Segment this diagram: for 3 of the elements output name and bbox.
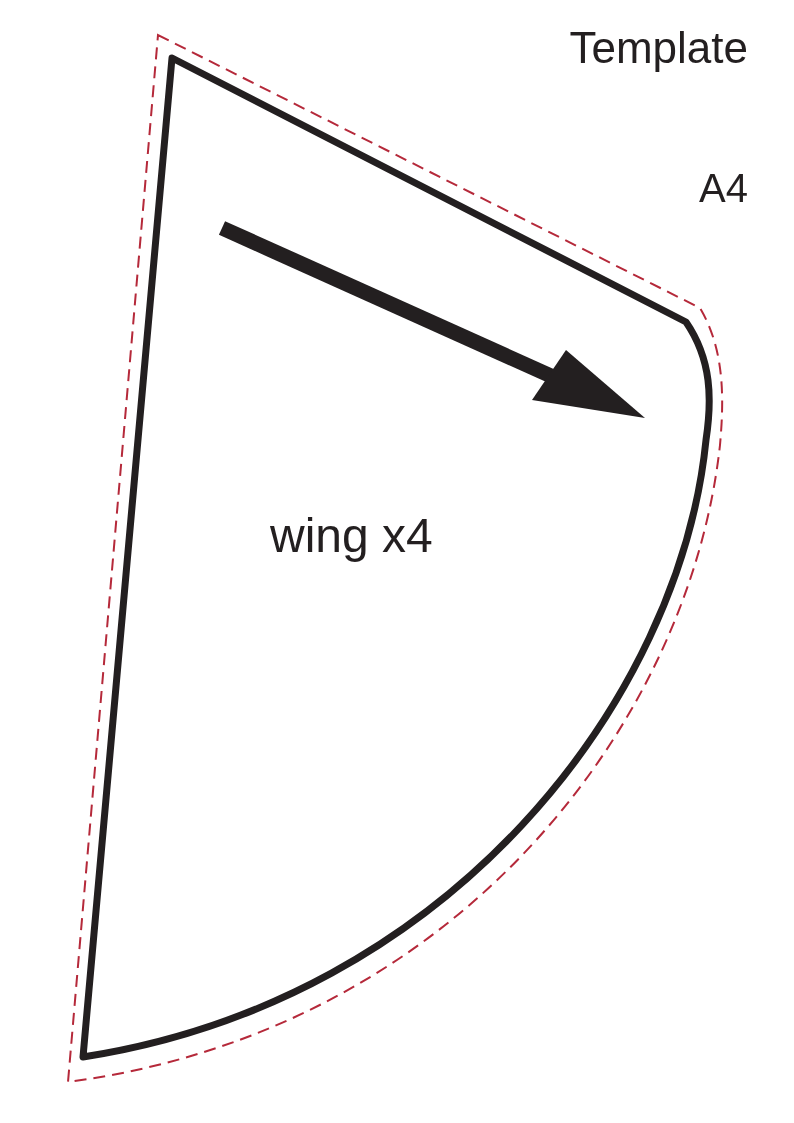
sheet-label: Template	[569, 26, 748, 70]
part-label: wing x4	[270, 512, 433, 560]
sheet-label: A4	[699, 168, 748, 208]
